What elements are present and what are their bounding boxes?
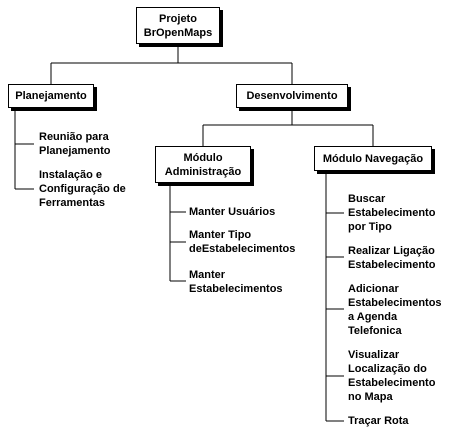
planejamento-item: Instalação e Configuração de Ferramentas [39, 169, 126, 209]
administracao-item: Manter Tipo deEstabelecimentos [189, 229, 296, 255]
navegacao-module-label: Módulo Navegação [322, 152, 424, 165]
navegacao-item: Traçar Rota [348, 415, 409, 427]
planejamento-node-label: Planejamento [15, 90, 87, 102]
administracao-item: Manter Estabelecimentos [189, 269, 283, 295]
administracao-module-label: Módulo Administração [164, 151, 242, 178]
administracao-module-node: Módulo Administração [155, 146, 251, 183]
navegacao-item: Adicionar Estabelecimentos a Agenda Tele… [348, 283, 442, 337]
navegacao-item: Visualizar Localização do Estabeleciment… [348, 349, 436, 403]
administracao-item: Manter Usuários [189, 206, 276, 218]
root-node: Projeto BrOpenMaps [136, 7, 220, 44]
root-node-label: Projeto BrOpenMaps [143, 12, 213, 39]
desenvolvimento-node-label: Desenvolvimento [246, 90, 338, 102]
planejamento-item: Reunião para Planejamento [39, 131, 111, 157]
planejamento-node: Planejamento [8, 84, 94, 108]
desenvolvimento-node: Desenvolvimento [236, 84, 348, 108]
navegacao-item: Buscar Estabelecimento por Tipo [348, 193, 436, 233]
navegacao-item: Realizar Ligação Estabelecimento [348, 245, 436, 271]
navegacao-module-node: Módulo Navegação [314, 146, 432, 171]
